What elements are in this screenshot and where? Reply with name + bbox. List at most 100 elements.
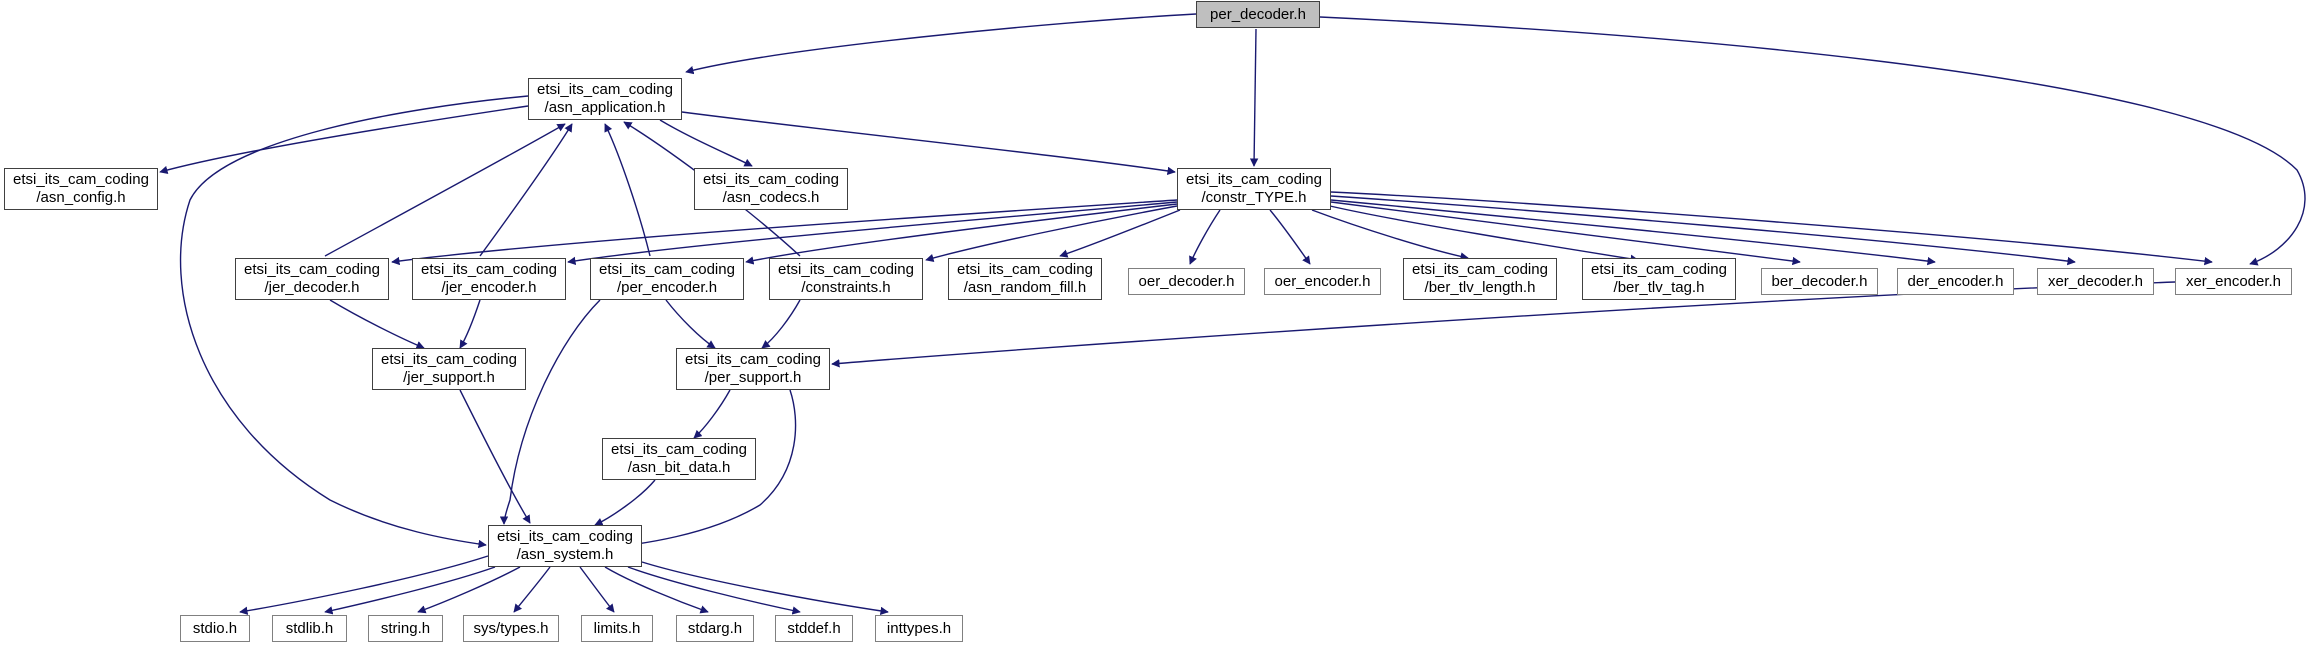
node-label-per_decoder: per_decoder.h <box>1210 5 1306 23</box>
node-label-systypes: sys/types.h <box>473 619 549 637</box>
node-label-ber_tlv_length: etsi_its_cam_coding /ber_tlv_length.h <box>1412 261 1548 296</box>
edge-constraints-to-per_support <box>761 299 801 349</box>
node-label-constraints: etsi_its_cam_coding /constraints.h <box>778 261 914 296</box>
node-label-limits: limits.h <box>593 619 641 637</box>
node-asn_random_fill[interactable]: etsi_its_cam_coding /asn_random_fill.h <box>948 258 1102 300</box>
node-der_encoder[interactable]: der_encoder.h <box>1897 268 2014 295</box>
node-label-jer_encoder: etsi_its_cam_coding /jer_encoder.h <box>421 261 557 296</box>
node-oer_encoder[interactable]: oer_encoder.h <box>1264 268 1381 295</box>
node-per_encoder[interactable]: etsi_its_cam_coding /per_encoder.h <box>590 258 744 300</box>
edge-constr_TYPE-to-oer_encoder <box>1269 209 1311 265</box>
node-label-asn_config: etsi_its_cam_coding /asn_config.h <box>13 171 149 206</box>
edge-per_decoder-to-asn_application <box>685 13 1197 75</box>
node-xer_encoder[interactable]: xer_encoder.h <box>2175 268 2292 295</box>
node-jer_support[interactable]: etsi_its_cam_coding /jer_support.h <box>372 348 526 390</box>
node-label-ber_tlv_tag: etsi_its_cam_coding /ber_tlv_tag.h <box>1591 261 1727 296</box>
node-asn_config[interactable]: etsi_its_cam_coding /asn_config.h <box>4 168 158 210</box>
node-label-stddef: stddef.h <box>787 619 841 637</box>
node-asn_system[interactable]: etsi_its_cam_coding /asn_system.h <box>488 525 642 567</box>
edge-constr_TYPE-to-constraints <box>925 205 1178 263</box>
edge-constr_TYPE-to-oer_decoder <box>1189 209 1221 265</box>
node-label-stdlib: stdlib.h <box>285 619 334 637</box>
node-limits[interactable]: limits.h <box>581 615 653 642</box>
edge-constr_TYPE-to-der_encoder <box>1330 199 1936 266</box>
node-asn_codecs[interactable]: etsi_its_cam_coding /asn_codecs.h <box>694 168 848 210</box>
node-label-asn_application: etsi_its_cam_coding /asn_application.h <box>537 81 673 116</box>
node-ber_decoder[interactable]: ber_decoder.h <box>1761 268 1878 295</box>
node-stdlib[interactable]: stdlib.h <box>272 615 347 642</box>
edge-asn_system-to-stdio <box>239 555 489 615</box>
node-ber_tlv_length[interactable]: etsi_its_cam_coding /ber_tlv_length.h <box>1403 258 1557 300</box>
edge-asn_system-to-stdlib <box>324 566 496 615</box>
edge-asn_application-to-asn_codecs <box>659 119 753 167</box>
edge-jer_support-to-asn_system <box>459 389 531 524</box>
edge-constr_TYPE-to-ber_decoder <box>1330 201 1801 266</box>
node-ber_tlv_tag[interactable]: etsi_its_cam_coding /ber_tlv_tag.h <box>1582 258 1736 300</box>
node-label-xer_encoder: xer_encoder.h <box>2185 272 2282 290</box>
edge-asn_system-to-string <box>417 566 521 614</box>
node-label-asn_system: etsi_its_cam_coding /asn_system.h <box>497 528 633 563</box>
edge-asn_application-to-asn_system <box>179 95 529 549</box>
edge-asn_system-to-stdarg <box>604 566 709 614</box>
node-jer_encoder[interactable]: etsi_its_cam_coding /jer_encoder.h <box>412 258 566 300</box>
node-label-asn_codecs: etsi_its_cam_coding /asn_codecs.h <box>703 171 839 206</box>
node-label-oer_encoder: oer_encoder.h <box>1274 272 1371 290</box>
node-label-asn_bit_data: etsi_its_cam_coding /asn_bit_data.h <box>611 441 747 476</box>
edge-asn_system-to-limits <box>579 566 615 613</box>
node-label-asn_random_fill: etsi_its_cam_coding /asn_random_fill.h <box>957 261 1093 296</box>
edge-constr_TYPE-to-xer_decoder <box>1330 195 2076 266</box>
node-label-per_support: etsi_its_cam_coding /per_support.h <box>685 351 821 386</box>
node-label-string: string.h <box>380 619 431 637</box>
node-oer_decoder[interactable]: oer_decoder.h <box>1128 268 1245 295</box>
edge-per_encoder-to-per_support <box>665 299 716 349</box>
edge-per_decoder-to-xer_encoder <box>1319 16 2306 266</box>
edge-asn_application-to-constr_TYPE <box>681 111 1176 176</box>
edge-jer_decoder-to-jer_support <box>329 299 425 349</box>
node-label-constr_TYPE: etsi_its_cam_coding /constr_TYPE.h <box>1186 171 1322 206</box>
edge-paths <box>159 13 2306 616</box>
node-label-inttypes: inttypes.h <box>886 619 952 637</box>
node-label-stdio: stdio.h <box>192 619 238 637</box>
edge-per_encoder-to-asn_system <box>499 299 601 525</box>
node-stdarg[interactable]: stdarg.h <box>676 615 754 642</box>
edge-per_decoder-to-constr_TYPE <box>1249 28 1259 167</box>
edge-per_support-to-asn_bit_data <box>693 389 731 439</box>
node-xer_decoder[interactable]: xer_decoder.h <box>2037 268 2154 295</box>
edge-constr_TYPE-to-ber_tlv_length <box>1311 209 1469 261</box>
node-inttypes[interactable]: inttypes.h <box>875 615 963 642</box>
node-label-ber_decoder: ber_decoder.h <box>1771 272 1868 290</box>
node-asn_bit_data[interactable]: etsi_its_cam_coding /asn_bit_data.h <box>602 438 756 480</box>
edge-jer_encoder-to-asn_application <box>479 123 573 257</box>
node-label-jer_support: etsi_its_cam_coding /jer_support.h <box>381 351 517 386</box>
node-label-der_encoder: der_encoder.h <box>1907 272 2004 290</box>
edge-asn_system-to-stddef <box>627 566 801 615</box>
node-constraints[interactable]: etsi_its_cam_coding /constraints.h <box>769 258 923 300</box>
edge-constr_TYPE-to-asn_random_fill <box>1059 209 1181 258</box>
edge-asn_bit_data-to-asn_system <box>594 479 656 526</box>
node-per_decoder[interactable]: per_decoder.h <box>1196 1 1320 28</box>
edge-jer_decoder-to-asn_application <box>324 123 566 257</box>
node-asn_application[interactable]: etsi_its_cam_coding /asn_application.h <box>528 78 682 120</box>
edge-asn_application-to-asn_config <box>159 105 529 175</box>
edge-constr_TYPE-to-xer_encoder <box>1330 191 2213 266</box>
node-jer_decoder[interactable]: etsi_its_cam_coding /jer_decoder.h <box>235 258 389 300</box>
node-constr_TYPE[interactable]: etsi_its_cam_coding /constr_TYPE.h <box>1177 168 1331 210</box>
node-string[interactable]: string.h <box>368 615 443 642</box>
edge-constr_TYPE-to-per_encoder <box>745 203 1178 265</box>
edge-constr_TYPE-to-jer_encoder <box>567 201 1178 266</box>
node-label-per_encoder: etsi_its_cam_coding /per_encoder.h <box>599 261 735 296</box>
node-per_support[interactable]: etsi_its_cam_coding /per_support.h <box>676 348 830 390</box>
node-label-stdarg: stdarg.h <box>687 619 743 637</box>
edge-asn_system-to-inttypes <box>641 561 889 616</box>
node-label-jer_decoder: etsi_its_cam_coding /jer_decoder.h <box>244 261 380 296</box>
node-stdio[interactable]: stdio.h <box>180 615 250 642</box>
node-label-xer_decoder: xer_decoder.h <box>2047 272 2144 290</box>
edge-constr_TYPE-to-ber_tlv_tag <box>1329 205 1639 263</box>
edge-per_encoder-to-asn_application <box>604 123 651 257</box>
node-systypes[interactable]: sys/types.h <box>463 615 559 642</box>
edge-jer_encoder-to-jer_support <box>459 299 481 349</box>
node-label-oer_decoder: oer_decoder.h <box>1138 272 1235 290</box>
node-stddef[interactable]: stddef.h <box>775 615 853 642</box>
